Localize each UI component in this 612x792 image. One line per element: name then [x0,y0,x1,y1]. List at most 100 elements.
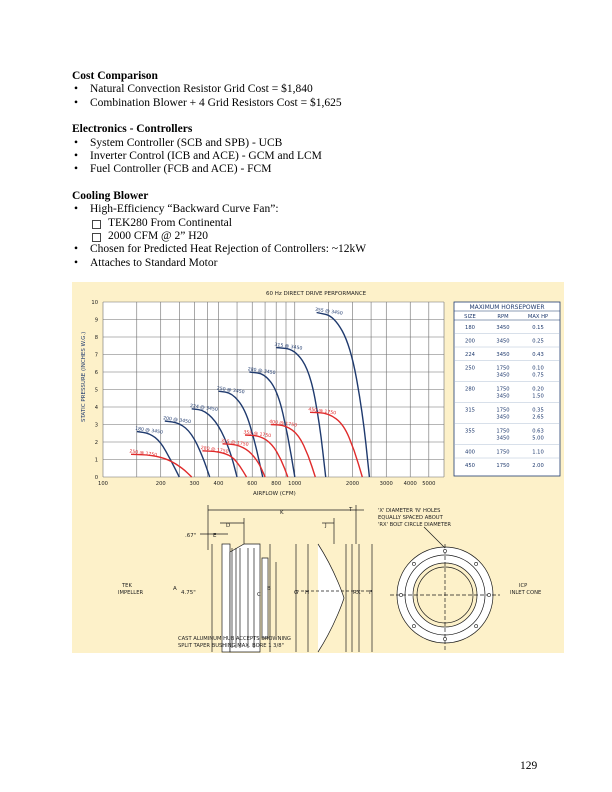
y-tick-label: 10 [91,300,98,306]
figure-canvas: 60 Hz DIRECT DRIVE PERFORMANCE 012345678… [81,291,561,653]
bullet-item: Combination Blower + 4 Grid Resistors Co… [72,97,552,111]
hp-value-cell: 0.35 [532,408,544,414]
hp-rpm-cell: 3450 [496,325,509,331]
impeller-label-line1: TEK [121,583,132,589]
x-tick-label: 3000 [380,481,393,487]
fan-curve-label: 280 @ 1750 [200,445,229,455]
hp-rpm-cell: 3450 [496,394,509,400]
y-tick-label: 3 [95,423,98,429]
hp-rpm-cell: 3450 [496,352,509,358]
hp-size-cell: 400 [465,450,475,456]
sub-bullet-item: TEK280 From Continental [72,217,552,230]
hp-value-cell: 0.63 [532,429,544,435]
x-tick-label: 600 [247,481,257,487]
hp-size-cell: 280 [465,387,475,393]
fan-curve-label: 400 @ 1750 [269,419,298,429]
chart-title: 60 Hz DIRECT DRIVE PERFORMANCE [266,291,367,297]
fan-curve-label: 355 @ 1750 [243,429,272,439]
hub-note-line1: CAST ALUMINUM HUB ACCEPTS BROWNING [178,636,291,642]
fan-curve-line [309,411,363,478]
hp-value-cell: 1.50 [532,394,544,400]
bolt-hole [411,624,416,629]
bolt-hole [411,561,416,566]
bolt-hole [399,593,403,597]
page-text: Cost Comparison Natural Convection Resis… [72,70,552,283]
dim-k: K [280,510,284,516]
hp-value-cell: 1.10 [532,450,544,456]
dim-475: 4.75" [181,590,196,596]
hp-size-cell: 180 [465,325,475,331]
hp-rpm-cell: 3450 [496,415,509,421]
fan-curve-label: 280 @ 3450 [247,366,276,376]
hp-value-cell: 5.00 [532,436,544,442]
x-tick-label: 200 [156,481,166,487]
fan-curve-line [222,443,266,478]
holes-note-line3: 'RX' BOLT CIRCLE DIAMETER [378,522,451,528]
bullet-item: Fuel Controller (FCB and ACE) - FCM [72,163,552,177]
hp-value-cell: 2.65 [532,415,544,421]
sub-bullet-item: 2000 CFM @ 2” H20 [72,230,552,243]
y-tick-label: 1 [95,458,98,464]
x-tick-label: 400 [214,481,224,487]
y-tick-label: 6 [95,370,98,376]
dim-h: H [305,590,309,596]
hp-value-cell: 0.15 [532,325,544,331]
x-tick-label: 5000 [422,481,435,487]
hp-value-cell: 2.00 [532,463,544,469]
section-cooling-blower: Cooling Blower High-Efficiency “Backward… [72,190,552,271]
bullet-item: Attaches to Standard Motor [72,257,552,271]
hp-value-cell: 0.75 [532,373,544,379]
fan-curve-label: 315 @ 3450 [274,342,303,352]
hp-header-maxhp: MAX HP [528,314,548,320]
hp-rpm-cell: 1750 [496,366,509,372]
dim-j: J [324,523,327,529]
fan-curve-line [244,434,289,478]
x-tick-label: 1000 [288,481,301,487]
fan-curve-label: 355 @ 3450 [315,307,344,317]
y-tick-label: 8 [95,335,98,341]
y-tick-label: 4 [95,405,99,411]
fan-curve-line [191,408,238,478]
bullet-item: High-Efficiency “Backward Curve Fan”: [72,203,552,217]
fan-curve-line [202,450,248,478]
hp-size-cell: 224 [465,352,476,358]
section-heading: Cost Comparison [72,70,158,82]
hub-note-line2: SPLIT TAPER BUSHING MAX. BORE 1 3/8" [178,643,284,649]
inlet-cone-label-line1: ICP [519,583,527,589]
dim-t: T [348,507,353,513]
y-axis-label: STATIC PRESSURE (INCHES W.G.) [81,332,87,422]
fan-curve-label: 450 @ 1750 [308,407,337,417]
holes-note-line2: EQUALLY SPACED ABOUT [378,515,444,521]
hp-size-cell: 315 [465,408,475,414]
fan-curve-label: 315 @ 1750 [220,438,249,448]
hp-rpm-cell: 1750 [496,387,509,393]
hp-rpm-cell: 3450 [496,373,509,379]
dim-a: A [173,586,177,592]
hp-size-cell: 200 [465,339,475,345]
dim-g: G [294,590,298,596]
fan-curve-line [316,311,371,478]
hp-header-rpm: RPM [497,314,508,320]
page-number: 129 [520,760,538,772]
section-cost-comparison: Cost Comparison Natural Convection Resis… [72,70,552,111]
bullet-item: System Controller (SCB and SPB) - UCB [72,137,552,151]
bolt-hole [487,593,491,597]
x-tick-label: 4000 [404,481,417,487]
x-tick-label: 100 [98,481,108,487]
fan-curve-line [270,423,316,478]
x-tick-label: 300 [190,481,200,487]
hp-size-cell: 450 [465,463,475,469]
x-axis-label: AIRFLOW (CFM) [253,491,296,497]
hp-header-size: SIZE [464,314,476,320]
hp-value-cell: 0.10 [532,366,544,372]
y-tick-label: 5 [95,388,98,394]
dim-b: B [267,586,271,592]
dim-67: .67" [185,533,196,539]
dim-c: C [257,592,261,598]
fan-curve-line [130,453,193,478]
dimension-drawing [200,505,500,653]
fan-curve-label: 250 @ 3450 [216,386,245,396]
